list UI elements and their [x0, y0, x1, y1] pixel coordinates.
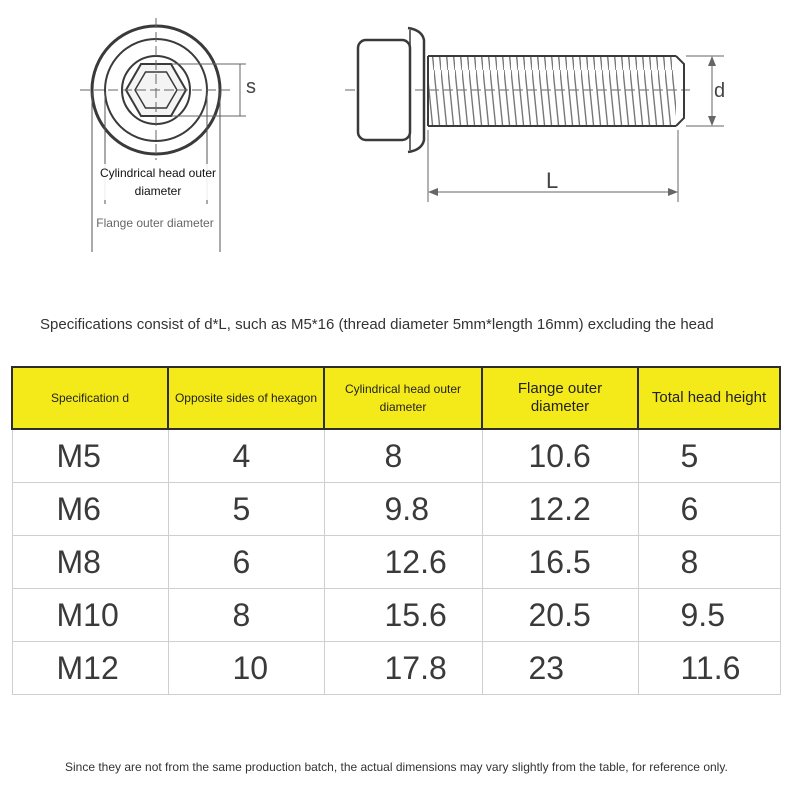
table-row: M12 10 17.8 23 11.6	[11, 641, 781, 695]
table-cell: 17.8	[323, 641, 483, 695]
header-specification: Specification d	[11, 366, 169, 430]
table-cell: 23	[481, 641, 639, 695]
table-header-row: Specification d Opposite sides of hexago…	[11, 366, 781, 430]
bolt-diagram: s d L Cylindrical head outer diameter Fl…	[0, 0, 800, 270]
table-cell: M5	[11, 428, 169, 483]
header-head-height: Total head height	[637, 366, 781, 430]
table-cell: 6	[167, 535, 325, 589]
header-cylindrical-diameter: Cylindrical head outer diameter	[323, 366, 483, 430]
table-cell: M12	[11, 641, 169, 695]
table-cell: M10	[11, 588, 169, 642]
table-cell: 8	[637, 535, 781, 589]
table-cell: 6	[637, 482, 781, 536]
header-hexagon: Opposite sides of hexagon	[167, 366, 325, 430]
table-cell: 12.2	[481, 482, 639, 536]
bolt-side-view	[345, 26, 724, 202]
table-row: M10 8 15.6 20.5 9.5	[11, 588, 781, 642]
head-end-view	[80, 18, 246, 252]
table-cell: 5	[637, 428, 781, 483]
table-row: M5 4 8 10.6 5	[11, 428, 781, 483]
spec-table: Specification d Opposite sides of hexago…	[11, 366, 781, 695]
flange-diameter-label: Flange outer diameter	[96, 216, 214, 230]
table-cell: 9.8	[323, 482, 483, 536]
table-cell: 15.6	[323, 588, 483, 642]
table-cell: 20.5	[481, 588, 639, 642]
table-cell: 9.5	[637, 588, 781, 642]
table-cell: 11.6	[637, 641, 781, 695]
table-cell: 5	[167, 482, 325, 536]
table-cell: 8	[167, 588, 325, 642]
specification-note: Specifications consist of d*L, such as M…	[40, 316, 714, 333]
cylindrical-head-label: Cylindrical head outer diameter	[98, 164, 218, 200]
table-row: M8 6 12.6 16.5 8	[11, 535, 781, 589]
table-cell: 8	[323, 428, 483, 483]
table-row: M6 5 9.8 12.2 6	[11, 482, 781, 536]
bolt-drawing	[80, 18, 724, 252]
dimension-L-label: L	[546, 168, 559, 193]
table-cell: 16.5	[481, 535, 639, 589]
table-cell: 10	[167, 641, 325, 695]
table-cell: 4	[167, 428, 325, 483]
header-flange-diameter: Flange outer diameter	[481, 366, 639, 430]
table-cell: 12.6	[323, 535, 483, 589]
dimension-s-label: s	[246, 76, 256, 98]
table-cell: M8	[11, 535, 169, 589]
table-cell: M6	[11, 482, 169, 536]
table-cell: 10.6	[481, 428, 639, 483]
dimension-d-label: d	[714, 80, 726, 102]
disclaimer-note: Since they are not from the same product…	[65, 760, 728, 774]
